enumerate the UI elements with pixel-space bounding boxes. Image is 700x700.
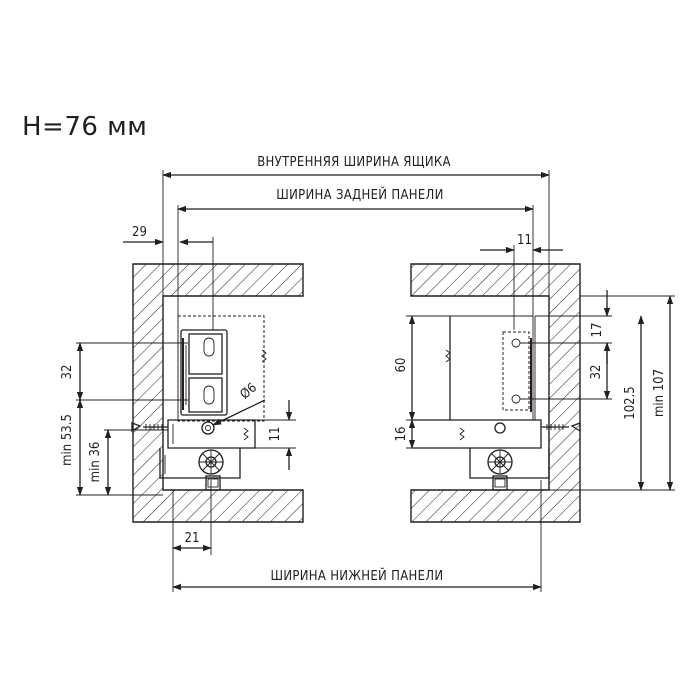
dim-min-53-5-label: min 53.5 bbox=[60, 414, 75, 466]
dim-min-36-label: min 36 bbox=[88, 442, 103, 483]
phi-6-label: Ø6 bbox=[238, 380, 260, 402]
dim-32-right: 32 bbox=[520, 342, 612, 400]
dim-min-36: min 36 bbox=[88, 429, 168, 496]
dim-min-53-5: min 53.5 bbox=[60, 399, 163, 496]
dim-21: 21 bbox=[172, 480, 212, 592]
left-back-panel-outline bbox=[177, 315, 267, 422]
dim-29: 29 bbox=[123, 225, 214, 330]
inner-width-dimension: ВНУТРЕННЯЯ ШИРИНА ЯЩИКА bbox=[162, 155, 550, 300]
dim-11-top-label: 11 bbox=[517, 233, 532, 248]
bottom-width-dimension: ШИРИНА НИЖНЕЙ ПАНЕЛИ bbox=[172, 480, 542, 592]
dim-102-5: 102.5 bbox=[549, 315, 675, 491]
dim-32-left-label: 32 bbox=[60, 365, 75, 380]
height-title: H=76 мм bbox=[22, 112, 148, 142]
dim-16-label: 16 bbox=[394, 427, 409, 442]
dim-11-mid: 11 bbox=[255, 400, 296, 470]
dim-60: 60 bbox=[394, 315, 446, 421]
dim-102-5-label: 102.5 bbox=[623, 386, 638, 419]
dim-16: 16 bbox=[394, 419, 446, 449]
bottom-width-label: ШИРИНА НИЖНЕЙ ПАНЕЛИ bbox=[271, 568, 444, 584]
dim-min-107: min 107 bbox=[580, 295, 675, 491]
inner-width-label: ВНУТРЕННЯЯ ШИРИНА ЯЩИКА bbox=[257, 155, 451, 170]
dim-32-left: 32 bbox=[60, 342, 188, 401]
dim-32-right-label: 32 bbox=[589, 365, 604, 380]
right-runner-profile bbox=[412, 419, 581, 491]
right-back-panel bbox=[412, 315, 536, 420]
dim-21-label: 21 bbox=[185, 531, 200, 546]
dim-11-mid-label: 11 bbox=[268, 427, 283, 442]
back-width-label: ШИРИНА ЗАДНЕЙ ПАНЕЛИ bbox=[276, 187, 443, 203]
dim-min-107-label: min 107 bbox=[652, 369, 667, 417]
left-mounting-bracket bbox=[180, 329, 228, 416]
left-cabinet-wall bbox=[132, 263, 304, 523]
phi-6-dimension: Ø6 bbox=[212, 380, 266, 426]
dim-29-label: 29 bbox=[132, 225, 147, 240]
dim-17-label: 17 bbox=[590, 323, 605, 338]
right-cabinet-wall bbox=[410, 263, 581, 523]
dim-11-top: 11 bbox=[480, 233, 563, 330]
dim-60-label: 60 bbox=[394, 358, 409, 373]
back-width-dimension: ШИРИНА ЗАДНЕЙ ПАНЕЛИ bbox=[177, 187, 534, 420]
